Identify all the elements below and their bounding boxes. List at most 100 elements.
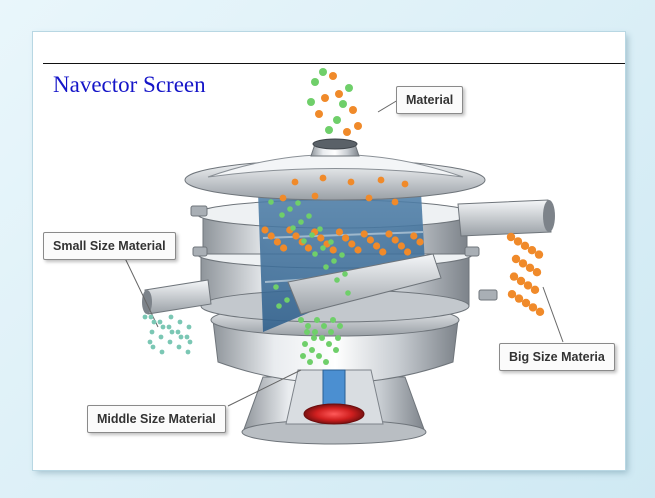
big-outlet-particle (530, 285, 540, 294)
diagram-canvas: Navector Screen Material Small Size Mate… (33, 32, 625, 470)
feed-particle (321, 94, 329, 102)
big-particle (377, 176, 385, 184)
small-outlet-particle (169, 329, 175, 335)
page-title: Navector Screen (53, 72, 206, 97)
big-outlet-particle (532, 268, 542, 277)
vibrating-screen-illustration (122, 68, 564, 445)
small-outlet-particle (166, 324, 172, 330)
lid-dome (207, 154, 464, 178)
leader-small (122, 253, 159, 328)
big-particle (319, 174, 327, 182)
big-particle (373, 242, 381, 250)
leader-big (542, 286, 564, 343)
big-particle (329, 246, 337, 254)
middle-particle (331, 258, 337, 264)
big-particle (404, 248, 412, 256)
middle-outlet-particle (316, 353, 322, 359)
big-outlet-particle (525, 263, 535, 272)
middle-particle (323, 264, 329, 270)
middle-particle (301, 238, 307, 244)
middle-outlet-particle (300, 353, 306, 359)
middle-particle (273, 284, 279, 290)
small-outlet-particle (142, 314, 148, 320)
big-outlet-particle (523, 281, 533, 290)
feed-particle (307, 98, 315, 106)
big-particle (397, 242, 405, 250)
feed-particle (335, 90, 343, 98)
small-outlet-particle (177, 319, 183, 325)
label-middle-size-material: Middle Size Material (87, 405, 226, 433)
middle-outlet-particle (337, 323, 343, 329)
big-particle (401, 180, 409, 188)
big-particle (261, 226, 269, 234)
big-outlet-particle (528, 303, 538, 312)
particle-group (142, 68, 545, 365)
big-outlet-particle (514, 294, 524, 303)
big-particle (416, 238, 424, 246)
middle-outlet-particle (328, 329, 334, 335)
small-outlet-particle (168, 314, 174, 320)
big-particle (273, 238, 281, 246)
middle-outlet-particle (326, 341, 332, 347)
middle-outlet-particle (305, 323, 311, 329)
small-outlet-particle (148, 314, 154, 320)
middle-particle (295, 200, 301, 206)
middle-outlet-particle (307, 359, 313, 365)
feed-particle (319, 68, 327, 76)
middle-particle (298, 219, 304, 225)
middle-outlet-particle (321, 323, 327, 329)
middle-particle (276, 303, 282, 309)
big-particle (385, 230, 393, 238)
small-outlet-particle (184, 334, 190, 340)
big-particle (354, 246, 362, 254)
big-particle (279, 194, 287, 202)
big-particle (347, 178, 355, 186)
feed-particle (343, 128, 351, 136)
feed-particle (329, 72, 337, 80)
big-outlet-particle (513, 237, 523, 246)
big-particle (317, 234, 325, 242)
small-outlet-particle (160, 324, 166, 330)
leader-middle (227, 369, 302, 407)
big-outlet-particle (516, 276, 526, 286)
middle-particle (317, 226, 323, 232)
small-outlet-particle (186, 324, 192, 330)
label-big-size-material: Big Size Materia (499, 343, 615, 371)
middle-outlet-particle (335, 335, 341, 341)
outlet-left (144, 279, 212, 315)
big-particle (366, 236, 374, 244)
middle-outlet-particle (309, 347, 315, 353)
small-outlet-particle (167, 339, 173, 345)
big-outlet-particle (506, 232, 516, 242)
big-particle (304, 244, 312, 252)
middle-outlet-particle (298, 317, 304, 323)
middle-particle (290, 225, 296, 231)
feed-particle (354, 122, 362, 130)
feed-particle (339, 100, 347, 108)
big-particle (410, 232, 418, 240)
big-particle (335, 228, 343, 236)
big-particle (348, 240, 356, 248)
small-outlet-particle (185, 349, 191, 355)
middle-outlet-particle (312, 329, 318, 335)
small-outlet-particle (159, 349, 165, 355)
feed-particle (315, 110, 323, 118)
small-outlet-particle (157, 319, 163, 325)
big-particle (267, 232, 275, 240)
middle-outlet-particle (319, 335, 325, 341)
big-particle (391, 236, 399, 244)
middle-particle (306, 213, 312, 219)
big-particle (360, 230, 368, 238)
big-outlet-particle (511, 254, 521, 264)
small-outlet-particle (149, 329, 155, 335)
feed-particle (311, 78, 319, 86)
small-outlet-particle (178, 334, 184, 340)
middle-particle (284, 297, 290, 303)
feed-particle (325, 126, 333, 134)
feed-particle (349, 106, 357, 114)
small-outlet-particle (175, 329, 181, 335)
middle-outlet-particle (302, 341, 308, 347)
middle-particle (312, 251, 318, 257)
small-outlet-particle (147, 339, 153, 345)
motor-core (303, 403, 365, 425)
